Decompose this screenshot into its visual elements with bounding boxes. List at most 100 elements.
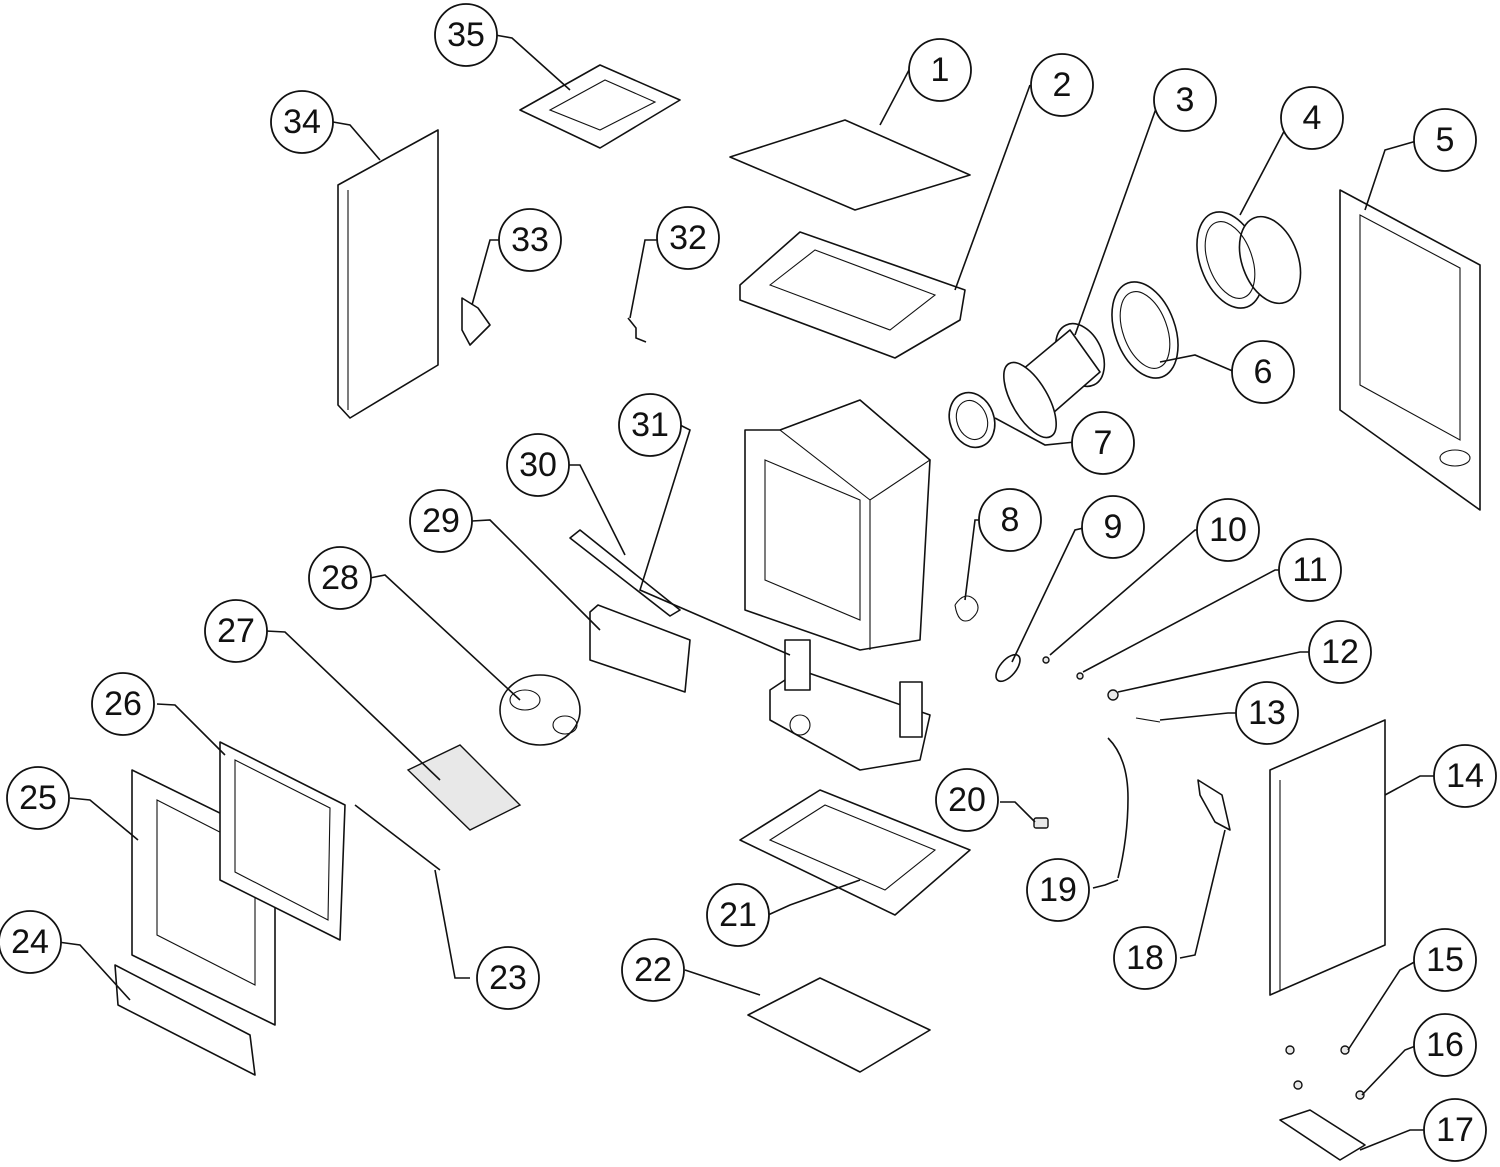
part-20-connector xyxy=(1033,817,1049,829)
callout-22: 22 xyxy=(621,938,685,1002)
callout-23: 23 xyxy=(476,946,540,1010)
svg-text:26: 26 xyxy=(104,685,142,723)
callout-24: 24 xyxy=(0,910,62,974)
callout-18: 18 xyxy=(1113,926,1177,990)
part-19-wire xyxy=(1107,737,1129,879)
part-26-door-frame xyxy=(219,741,346,941)
svg-text:31: 31 xyxy=(631,406,669,444)
callout-19: 19 xyxy=(1026,858,1090,922)
callout-1: 1 xyxy=(908,38,972,102)
svg-text:14: 14 xyxy=(1446,757,1484,795)
part-31-gas-valve-assembly xyxy=(769,639,931,771)
parts xyxy=(114,64,1481,1161)
part-32-clip xyxy=(627,317,647,343)
callout-20: 20 xyxy=(935,768,999,832)
callout-31: 31 xyxy=(618,393,682,457)
callout-16: 16 xyxy=(1413,1013,1477,1077)
part-30-panel xyxy=(569,529,681,617)
part-4-flue-ring xyxy=(1196,211,1302,309)
part-23-rod xyxy=(354,804,441,871)
part-18-bracket xyxy=(1197,779,1231,831)
callout-32: 32 xyxy=(656,206,720,270)
part-16-washer-b xyxy=(1293,1080,1303,1090)
callout-15: 15 xyxy=(1413,928,1477,992)
svg-text:8: 8 xyxy=(1001,501,1020,539)
callouts: 1 2 3 4 5 6 7 8 9 10 11 12 13 14 15 16 1… xyxy=(0,3,1497,1162)
part-27-burner xyxy=(406,744,522,831)
svg-text:13: 13 xyxy=(1248,694,1286,732)
part-14-side-panel xyxy=(1269,719,1386,996)
callout-17: 17 xyxy=(1423,1098,1487,1162)
callout-8: 8 xyxy=(978,488,1042,552)
svg-text:20: 20 xyxy=(948,781,986,819)
svg-text:25: 25 xyxy=(19,779,57,817)
callout-2: 2 xyxy=(1030,53,1094,117)
svg-text:18: 18 xyxy=(1126,939,1164,977)
part-3-flue-collar xyxy=(1003,322,1106,439)
callout-13: 13 xyxy=(1235,681,1299,745)
part-9-oval-seal xyxy=(995,653,1021,683)
part-7-gasket xyxy=(948,391,996,449)
part-29-panel xyxy=(589,604,691,693)
part-13-thermocouple xyxy=(1135,717,1161,723)
part-2-top-frame xyxy=(739,231,966,359)
callout-21: 21 xyxy=(706,883,770,947)
callout-9: 9 xyxy=(1081,495,1145,559)
part-17-bracket xyxy=(1279,1109,1366,1161)
svg-text:22: 22 xyxy=(634,951,672,989)
svg-text:34: 34 xyxy=(283,103,321,141)
svg-text:30: 30 xyxy=(519,446,557,484)
callout-28: 28 xyxy=(308,546,372,610)
svg-text:17: 17 xyxy=(1436,1111,1474,1149)
callout-4: 4 xyxy=(1280,86,1344,150)
part-6-gasket xyxy=(1111,281,1179,379)
svg-text:1: 1 xyxy=(931,51,950,89)
part-11-nut xyxy=(1076,672,1084,680)
callout-26: 26 xyxy=(91,672,155,736)
svg-text:3: 3 xyxy=(1176,81,1195,119)
svg-text:19: 19 xyxy=(1039,871,1077,909)
callout-29: 29 xyxy=(409,489,473,553)
callout-30: 30 xyxy=(506,433,570,497)
part-34-side-panel xyxy=(337,129,439,419)
svg-text:28: 28 xyxy=(321,559,359,597)
svg-text:11: 11 xyxy=(1292,551,1327,589)
part-firebox xyxy=(744,399,931,651)
svg-text:4: 4 xyxy=(1303,99,1322,137)
svg-text:21: 21 xyxy=(719,896,757,934)
callout-12: 12 xyxy=(1308,620,1372,684)
callout-6: 6 xyxy=(1231,340,1295,404)
part-15-screw-b xyxy=(1285,1045,1295,1055)
svg-text:7: 7 xyxy=(1094,424,1113,462)
callout-34: 34 xyxy=(270,90,334,154)
part-24-trim xyxy=(114,964,256,1076)
svg-text:2: 2 xyxy=(1053,66,1072,104)
svg-text:33: 33 xyxy=(511,221,549,259)
part-35-plate xyxy=(519,64,681,149)
svg-text:15: 15 xyxy=(1426,941,1464,979)
callout-25: 25 xyxy=(6,766,70,830)
svg-text:32: 32 xyxy=(669,219,707,257)
svg-text:27: 27 xyxy=(217,612,255,650)
callout-33: 33 xyxy=(498,208,562,272)
svg-text:24: 24 xyxy=(11,923,49,961)
svg-text:12: 12 xyxy=(1321,633,1359,671)
part-10-screw xyxy=(1042,656,1050,664)
svg-text:6: 6 xyxy=(1254,353,1273,391)
part-15-screw xyxy=(1340,1045,1350,1055)
part-12-nut xyxy=(1107,689,1119,701)
part-33-bracket xyxy=(461,297,491,346)
callout-5: 5 xyxy=(1413,108,1477,172)
callout-10: 10 xyxy=(1196,498,1260,562)
svg-text:35: 35 xyxy=(447,16,485,54)
svg-text:29: 29 xyxy=(422,502,460,540)
svg-text:23: 23 xyxy=(489,959,527,997)
callout-11: 11 xyxy=(1278,538,1342,602)
callout-14: 14 xyxy=(1433,744,1497,808)
svg-text:16: 16 xyxy=(1426,1026,1464,1064)
part-21-bottom-frame xyxy=(739,789,971,916)
svg-text:5: 5 xyxy=(1436,121,1455,159)
callout-3: 3 xyxy=(1153,68,1217,132)
callout-35: 35 xyxy=(434,3,498,67)
